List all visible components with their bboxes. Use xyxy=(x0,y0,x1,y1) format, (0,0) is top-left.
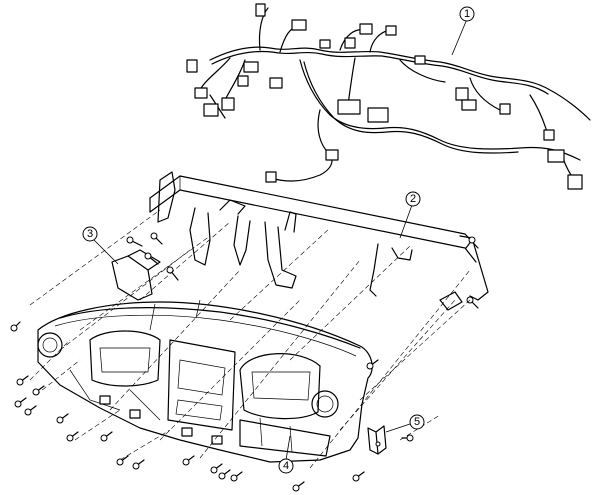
callout-3-label: 3 xyxy=(87,228,93,240)
callout-1: 1 xyxy=(451,6,475,56)
callout-4: 4 xyxy=(278,435,294,474)
steering-member xyxy=(111,171,489,311)
callout-2: 2 xyxy=(399,191,421,239)
member-bolts xyxy=(126,232,479,309)
callout-1-label: 1 xyxy=(464,8,470,20)
screws xyxy=(10,321,414,492)
callout-2-label: 2 xyxy=(410,193,416,205)
callout-5-label: 5 xyxy=(414,416,420,428)
callout-4-label: 4 xyxy=(283,460,289,472)
alignment-lines xyxy=(29,209,471,469)
wiring-harness xyxy=(186,3,591,190)
callout-3: 3 xyxy=(82,226,119,265)
callout-5: 5 xyxy=(385,414,425,433)
dashboard-panel xyxy=(37,299,373,463)
bracket-part-5 xyxy=(367,425,387,455)
